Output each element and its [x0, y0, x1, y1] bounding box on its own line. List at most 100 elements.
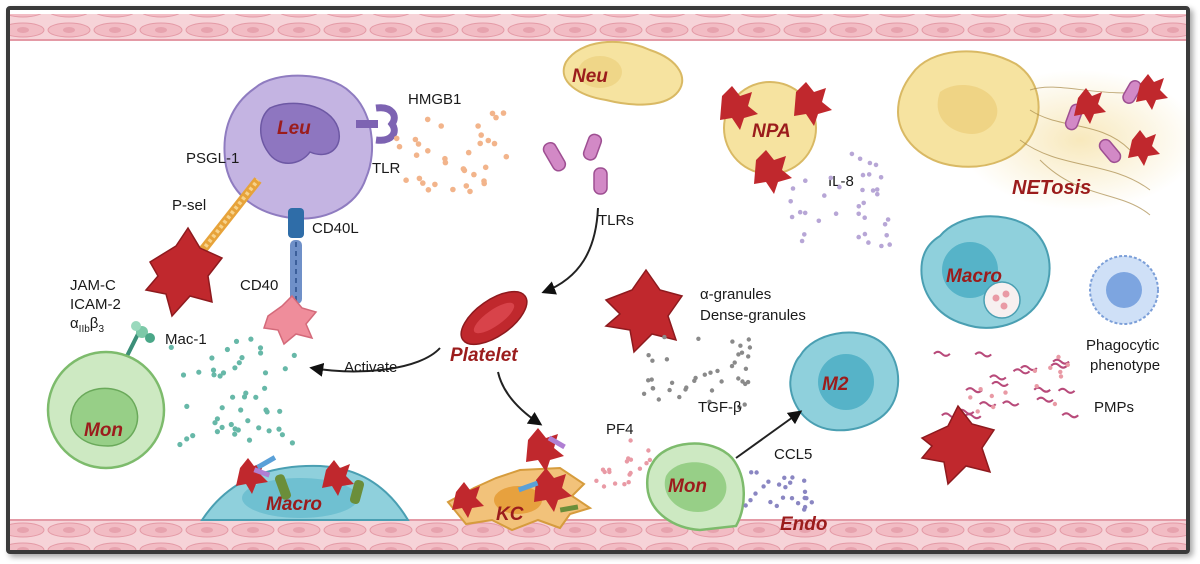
particle-dot	[626, 480, 631, 485]
particle-dot	[885, 217, 891, 222]
particle-dot	[822, 193, 827, 198]
platelet-to-kc-arrow	[497, 371, 543, 426]
particle-dot	[656, 397, 661, 402]
particle-dot	[420, 180, 426, 186]
particle-dot	[746, 354, 751, 359]
pmp-dot	[975, 409, 980, 414]
pmp-squiggle	[933, 350, 951, 357]
particle-dot	[485, 137, 492, 144]
particle-dot	[837, 184, 842, 190]
macrophage-bottom: Macro	[200, 455, 410, 521]
particle-dot	[403, 177, 409, 183]
particle-dot	[664, 357, 670, 362]
figure-border	[6, 6, 1190, 554]
pf4-label: PF4	[606, 421, 634, 438]
particle-dot	[232, 365, 238, 371]
particle-dot	[493, 114, 499, 121]
particle-dot	[761, 484, 766, 489]
vessel-wall-bottom	[10, 519, 1188, 550]
particle-dot	[230, 394, 236, 400]
particle-dot	[809, 500, 814, 505]
pmp-squiggle	[965, 387, 983, 394]
particle-dot	[432, 181, 438, 188]
particle-dot	[214, 416, 220, 422]
particle-dot	[696, 336, 701, 341]
particle-dot	[396, 143, 403, 150]
particle-dot	[730, 339, 735, 344]
pf4-particles	[594, 438, 653, 489]
monocyte-bottom: Mon	[645, 442, 745, 532]
mon-left-label: Mon	[84, 420, 123, 441]
particle-dot	[743, 381, 748, 387]
particle-dot	[233, 338, 240, 344]
particle-dot	[467, 188, 473, 195]
neutrophil-platelet-aggregate: NPA	[720, 81, 832, 194]
particle-dot	[788, 199, 793, 204]
particle-dot	[266, 428, 272, 434]
particle-dot	[833, 211, 839, 216]
particle-dot	[601, 484, 607, 489]
cytokine-particles-left	[168, 336, 297, 448]
particle-dot	[624, 459, 630, 464]
particle-dot	[754, 470, 759, 475]
pmp-squiggle	[1061, 412, 1079, 419]
particle-dot	[828, 175, 834, 181]
particle-dot	[662, 334, 667, 340]
particle-dot	[783, 485, 788, 490]
particle-dot	[797, 209, 803, 215]
ccl5-label: CCL5	[774, 446, 812, 463]
particle-dot	[732, 360, 737, 365]
pmp-squiggle	[1050, 362, 1068, 369]
macrophage-right: Macro	[920, 215, 1051, 329]
particle-dot	[219, 424, 225, 430]
particle-dot	[465, 149, 472, 156]
particle-dot	[450, 186, 456, 193]
particle-dot	[707, 399, 712, 404]
activate-label: Activate	[344, 359, 397, 376]
particle-dot	[248, 336, 254, 342]
particle-dot	[477, 140, 484, 147]
dense-granules-label: Dense-granules	[700, 307, 806, 324]
pmp-dot	[1058, 374, 1064, 379]
particle-dot	[646, 378, 651, 383]
particle-dot	[749, 470, 754, 475]
tgfb-label: TGF-β	[698, 399, 742, 416]
netosis-label: NETosis	[1012, 177, 1091, 199]
pmp-squiggle	[974, 351, 992, 358]
particle-dot	[743, 366, 749, 371]
pmp-squiggle	[1002, 400, 1020, 407]
particle-dot	[282, 366, 288, 372]
particle-dot	[235, 427, 241, 433]
particle-dot	[646, 353, 651, 358]
particle-dot	[238, 407, 244, 413]
particle-dot	[416, 175, 423, 182]
particle-dot	[860, 187, 865, 193]
ccl5-particles	[743, 470, 814, 512]
tlr-label: TLR	[372, 160, 401, 177]
pmp-squiggle	[1057, 387, 1076, 394]
particle-dot	[647, 457, 653, 463]
particle-dot	[478, 132, 485, 138]
particle-dot	[628, 438, 633, 443]
particle-dot	[802, 489, 808, 494]
particle-dot	[415, 141, 422, 147]
particle-dot	[461, 167, 468, 174]
pmp-dot	[1052, 401, 1058, 407]
particle-dot	[602, 469, 607, 475]
particle-dot	[241, 394, 248, 400]
particle-dot	[873, 162, 879, 168]
pmp-squiggle	[1036, 396, 1054, 403]
granule-particles	[641, 334, 753, 410]
particle-dot	[644, 461, 649, 466]
particle-dot	[804, 496, 809, 501]
particle-dot	[264, 409, 270, 415]
hmgb1-label: HMGB1	[408, 91, 461, 108]
particle-dot	[736, 376, 741, 381]
particle-dot	[184, 403, 190, 409]
particle-dot	[802, 504, 808, 510]
jamc-label: JAM-C	[70, 277, 116, 294]
pmp-dot	[991, 404, 996, 410]
icam2-label: ICAM-2	[70, 296, 121, 313]
particle-dot	[239, 355, 245, 361]
particle-dot	[228, 421, 234, 428]
